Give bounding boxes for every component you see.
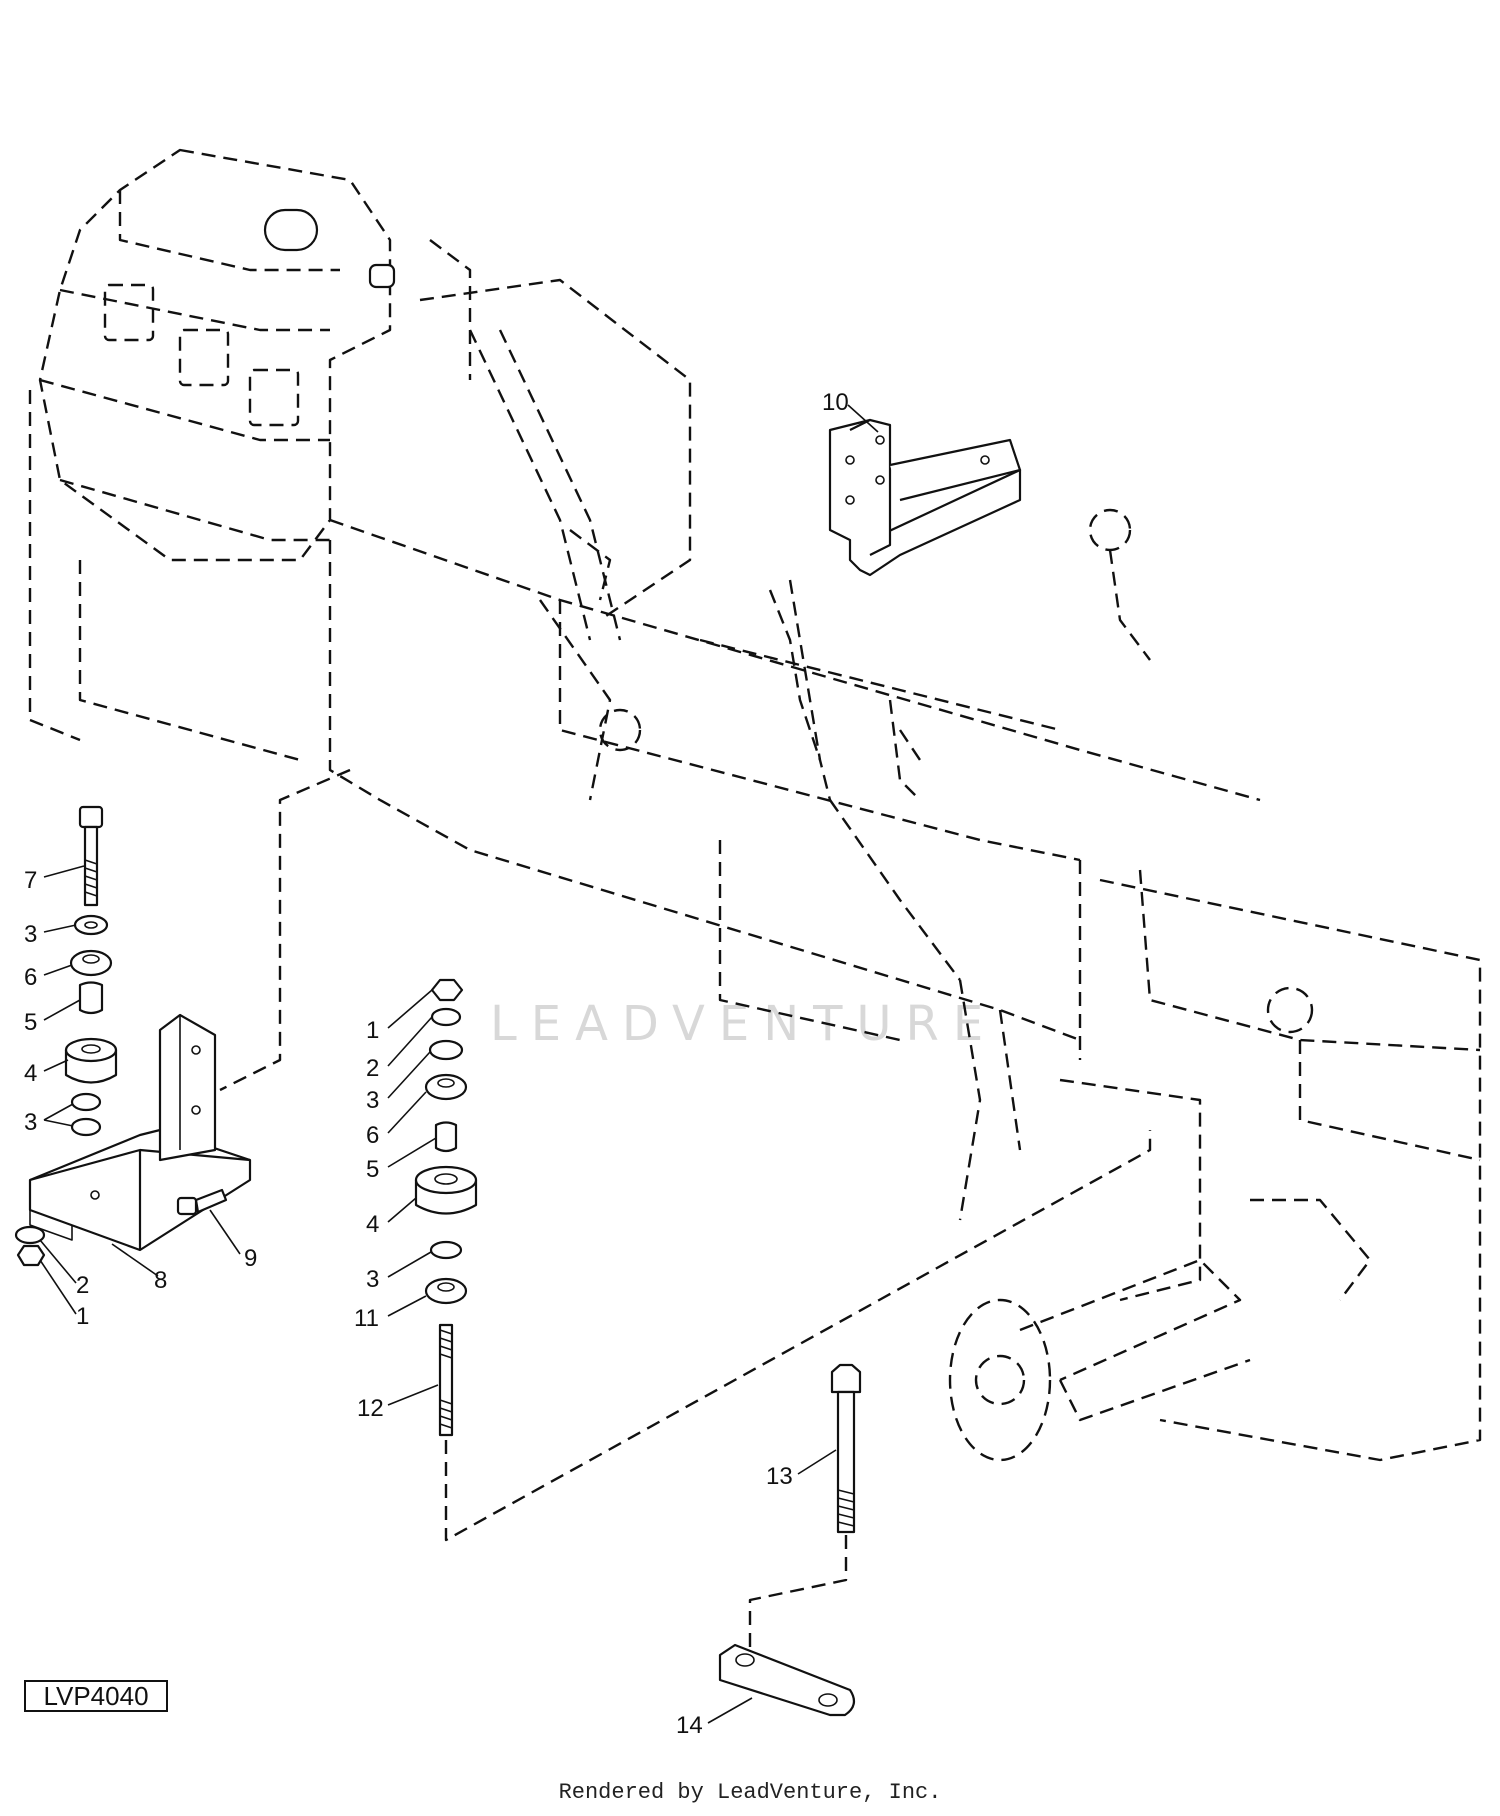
callout-2-center: 2 <box>366 1055 379 1082</box>
watermark-text: LEADVENTURE <box>490 996 997 1052</box>
figure-reference-code: LVP4040 <box>24 1680 168 1712</box>
callout-3-center-top: 3 <box>366 1087 379 1114</box>
callout-5-left: 5 <box>24 1009 37 1036</box>
callout-8: 8 <box>154 1267 167 1294</box>
part-14-plate <box>718 1643 856 1717</box>
callout-3-center-bottom: 3 <box>366 1266 379 1293</box>
part-10-bracket <box>828 418 1022 577</box>
callout-4-center: 4 <box>366 1211 379 1238</box>
callout-14: 14 <box>676 1712 703 1739</box>
callout-6-center: 6 <box>366 1122 379 1149</box>
callout-5-center: 5 <box>366 1156 379 1183</box>
rear-axle-phantom <box>948 869 1482 1462</box>
callout-7: 7 <box>24 867 37 894</box>
callout-12: 12 <box>357 1395 384 1422</box>
callout-3-bottom-left: 3 <box>24 1109 37 1136</box>
engine-phantom <box>28 148 396 762</box>
render-credit-footer: Rendered by LeadVenture, Inc. <box>558 1780 942 1805</box>
callout-6-left: 6 <box>24 964 37 991</box>
callout-9: 9 <box>244 1245 257 1272</box>
leader-lines <box>39 404 879 1724</box>
center-mount-stack <box>414 978 1152 1542</box>
callout-11: 11 <box>354 1305 379 1332</box>
callout-4-left: 4 <box>24 1060 37 1087</box>
callout-10: 10 <box>822 389 849 416</box>
callout-3-top-left: 3 <box>24 921 37 948</box>
left-mount-stack <box>14 768 351 1267</box>
callout-1-left: 1 <box>76 1303 89 1330</box>
callout-2-left: 2 <box>76 1272 89 1299</box>
part-13-bolt <box>748 1363 862 1650</box>
callout-13: 13 <box>766 1463 793 1490</box>
callout-labels: 10 7 3 6 5 4 3 2 1 8 9 1 2 3 6 5 4 3 11 … <box>24 389 849 1739</box>
frame-rails-phantom <box>328 239 1261 1060</box>
callout-1-center: 1 <box>366 1017 379 1044</box>
pedal-linkage-phantom <box>468 329 1151 1221</box>
